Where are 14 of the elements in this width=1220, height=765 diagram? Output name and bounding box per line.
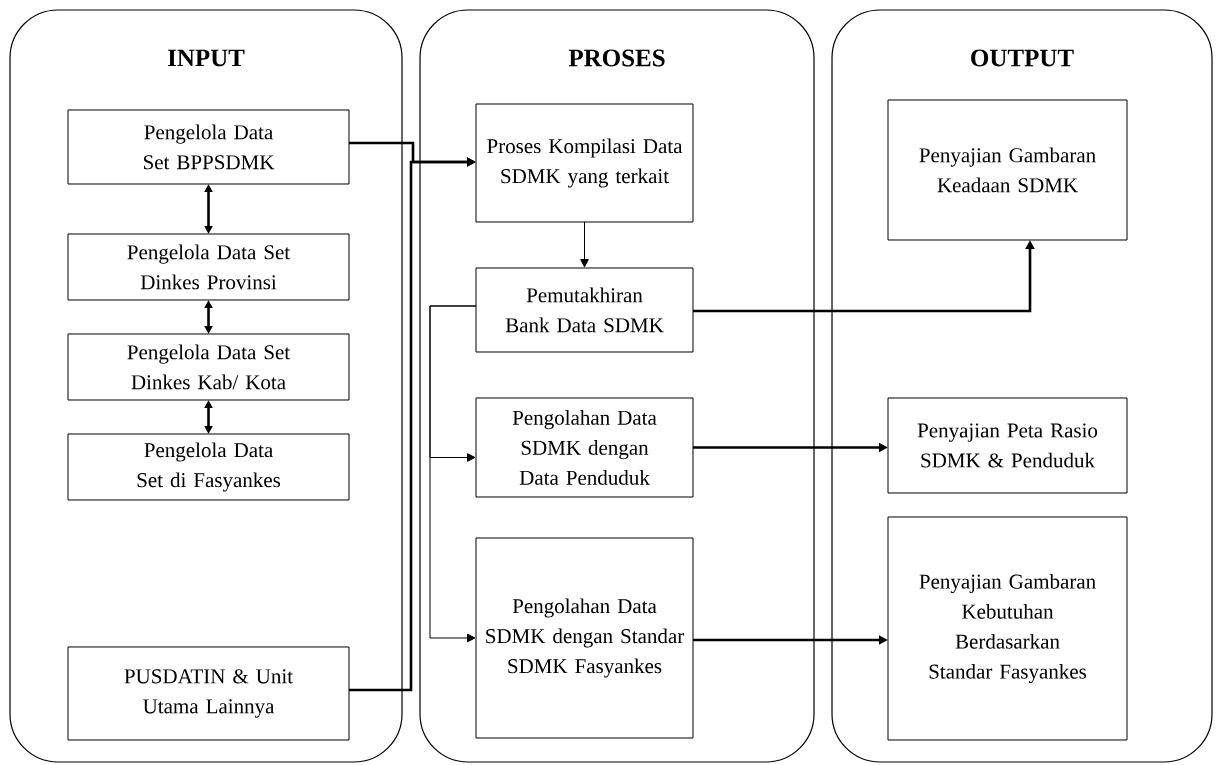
arrow (429, 305, 477, 643)
process-box: Pengelola Data Set di Fasyankes (67, 433, 350, 501)
process-box: Penyajian Peta Rasio SDMK & Penduduk (887, 397, 1128, 494)
process-box: Pengolahan Data SDMK dengan Standar SDMK Fasyankes (475, 537, 694, 739)
process-box: Pengolahan Data SDMK dengan Data Penduduk (475, 397, 694, 498)
arrow (580, 221, 589, 268)
process-box: Pengelola Data Set BPPSDMK (67, 109, 350, 185)
process-box: Pengelola Data Set Dinkes Provinsi (67, 233, 350, 301)
process-box: Penyajian Gambaran Keadaan SDMK (887, 99, 1128, 241)
process-box: Penyajian Gambaran Kebutuhan Berdasarkan Standar Fasyankes (887, 516, 1128, 741)
process-box: Pengelola Data Set Dinkes Kab/ Kota (67, 333, 350, 401)
process-box: Pemutakhiran Bank Data SDMK (475, 267, 694, 353)
process-box: Proses Kompilasi Data SDMK yang terkait (475, 103, 694, 223)
process-box: PUSDATIN & Unit Utama Lainnya (67, 646, 350, 741)
